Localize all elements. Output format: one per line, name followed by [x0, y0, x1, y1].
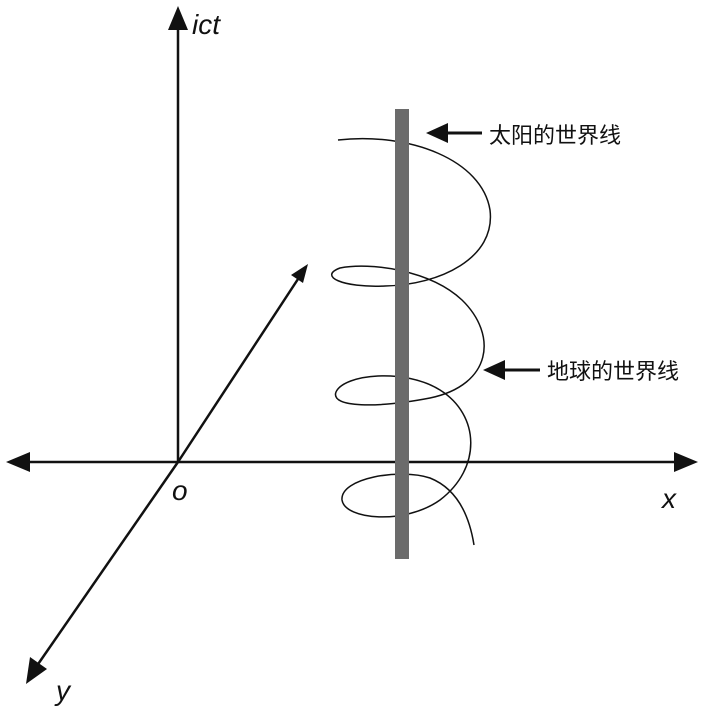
- x-axis-arrowhead-left: [6, 452, 30, 472]
- earth-pointer-arrowhead: [483, 360, 505, 380]
- y-axis-arrowhead: [26, 657, 47, 684]
- sun-worldline-bar: [395, 109, 409, 559]
- position-arrow-head: [291, 264, 308, 283]
- x-axis-label: x: [660, 483, 677, 514]
- x-axis-arrowhead-right: [674, 452, 698, 472]
- position-arrow: [176, 275, 302, 463]
- sun-pointer-arrowhead: [426, 123, 448, 143]
- origin-label: o: [172, 475, 188, 506]
- sun-worldline-label: 太阳的世界线: [489, 124, 621, 149]
- ict-axis-label: ict: [192, 9, 221, 40]
- y-axis: [32, 461, 180, 671]
- earth-worldline-label: 地球的世界线: [547, 360, 679, 385]
- ict-axis-arrowhead: [168, 6, 188, 30]
- earth-worldline-helix: [331, 137, 492, 546]
- y-axis-label: y: [54, 675, 72, 706]
